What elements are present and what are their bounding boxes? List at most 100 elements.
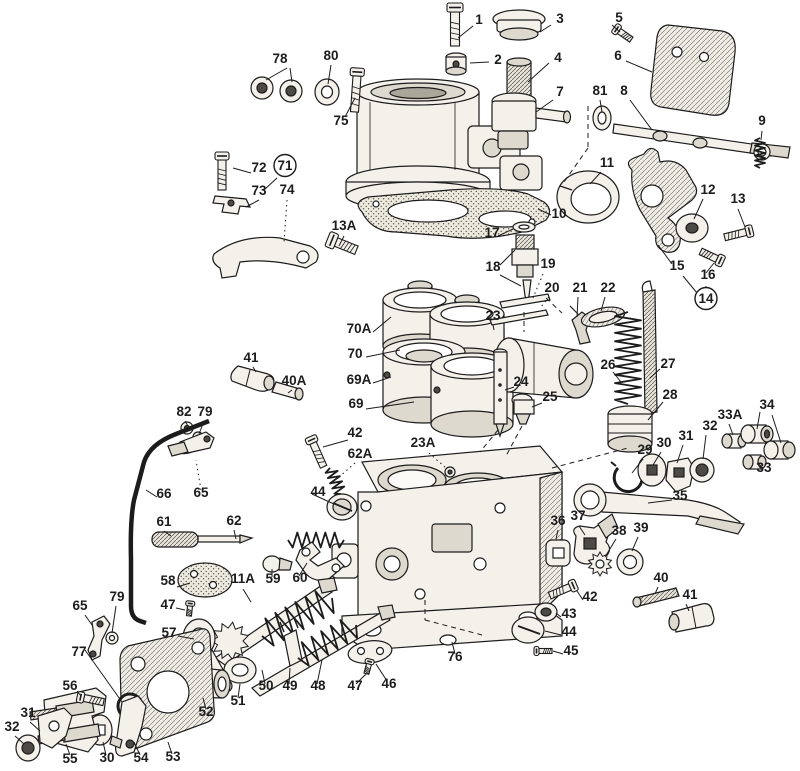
leader-line <box>469 61 490 64</box>
part-fitting-34b <box>763 440 796 460</box>
leader-line <box>242 588 252 603</box>
part-label-28: 28 <box>662 387 678 402</box>
part-number-text: 10 <box>551 206 566 221</box>
part-cover-plate-6 <box>650 24 736 116</box>
part-label-41: 41 <box>682 587 698 602</box>
part-label-62: 62 <box>226 513 241 528</box>
part-screw-47r <box>363 657 375 675</box>
part-number-text: 65 <box>193 485 209 500</box>
leader-line <box>424 619 487 637</box>
part-label-34: 34 <box>759 397 775 412</box>
part-number-text: 39 <box>633 520 648 535</box>
part-label-78: 78 <box>272 51 288 66</box>
part-number-text: 46 <box>381 676 397 691</box>
part-label-22: 22 <box>600 280 615 295</box>
leader-line <box>133 741 141 756</box>
part-washer-36 <box>545 539 571 567</box>
part-number-text: 15 <box>669 258 685 273</box>
part-number-text: 19 <box>540 256 555 271</box>
leader-line <box>14 735 25 745</box>
part-label-47: 47 <box>160 597 175 612</box>
part-plug-44r <box>511 616 545 644</box>
part-label-81: 81 <box>592 83 608 98</box>
leader-line <box>552 650 564 655</box>
part-number-text: 44 <box>561 624 577 639</box>
part-label-2: 2 <box>494 52 502 67</box>
leader-line <box>372 376 392 384</box>
part-label-9: 9 <box>758 113 766 128</box>
part-label-45: 45 <box>563 643 579 658</box>
part-plate-31r <box>665 457 695 493</box>
part-label-38: 38 <box>611 523 627 538</box>
leader-line <box>84 614 93 626</box>
leader-line <box>233 529 237 540</box>
part-number-text: 33 <box>756 460 772 475</box>
part-number-text: 79 <box>197 404 212 419</box>
part-label-56: 56 <box>62 678 78 693</box>
leader-line <box>631 458 644 474</box>
part-label-42: 42 <box>347 425 362 440</box>
part-bracket-60 <box>295 541 345 581</box>
leader-line <box>612 371 622 383</box>
leader-line <box>682 275 698 294</box>
part-number-text: 21 <box>572 280 588 295</box>
part-label-60: 60 <box>292 570 307 585</box>
part-nut-32b <box>15 734 41 762</box>
part-label-52: 52 <box>198 704 213 719</box>
leader-line <box>492 324 495 331</box>
part-washer-80 <box>314 78 340 106</box>
part-number-text: 30 <box>656 435 671 450</box>
leader-line <box>451 641 456 655</box>
leader-line <box>102 741 107 756</box>
part-gasket-10 <box>357 188 551 239</box>
part-label-31: 31 <box>20 705 36 720</box>
part-lever-15 <box>627 147 698 253</box>
part-nut-39 <box>616 548 644 576</box>
part-number-text: 35 <box>672 488 688 503</box>
part-number-text: 42 <box>347 425 362 440</box>
part-screw-75 <box>349 67 365 113</box>
part-washer-81 <box>592 105 612 131</box>
leader-line <box>563 147 589 183</box>
part-number-text: 52 <box>198 704 213 719</box>
part-number-text: 22 <box>600 280 615 295</box>
part-label-14: 14 <box>694 286 718 311</box>
leader-line <box>261 669 266 685</box>
part-number-text: 62A <box>348 446 373 461</box>
part-number-text: 20 <box>544 280 559 295</box>
leader-line <box>499 274 522 287</box>
part-number-text: 70A <box>347 321 372 336</box>
part-washer-12 <box>675 213 709 243</box>
part-number-text: 57 <box>161 625 176 640</box>
part-number-text: 31 <box>678 428 694 443</box>
part-label-51: 51 <box>230 693 246 708</box>
leader-line <box>555 612 562 618</box>
part-label-6: 6 <box>614 48 622 63</box>
part-number-text: 60 <box>292 570 307 585</box>
part-number-text: 50 <box>258 678 273 693</box>
part-label-37: 37 <box>570 508 585 523</box>
part-label-18: 18 <box>485 259 501 274</box>
leader-line <box>29 721 41 732</box>
part-label-33: 33 <box>756 460 772 475</box>
part-label-10: 10 <box>551 206 566 221</box>
part-spring-62 <box>287 531 345 549</box>
part-link-rod-66 <box>128 418 210 626</box>
part-number-text: 26 <box>600 357 616 372</box>
part-label-49: 49 <box>282 678 297 693</box>
part-screw-42r <box>547 578 579 600</box>
part-number-text: 51 <box>230 693 246 708</box>
part-label-23: 23 <box>485 308 501 323</box>
part-lever-65b <box>87 615 111 661</box>
leader-line <box>537 208 552 216</box>
leader-line <box>599 99 603 113</box>
part-label-66: 66 <box>156 486 172 501</box>
part-number-text: 72 <box>251 160 266 175</box>
leader-line <box>531 402 543 408</box>
part-number-text: 45 <box>563 643 579 658</box>
leader-line <box>84 649 123 703</box>
part-screw-5 <box>611 23 634 43</box>
part-label-77: 77 <box>71 644 86 659</box>
leader-line <box>338 462 356 478</box>
